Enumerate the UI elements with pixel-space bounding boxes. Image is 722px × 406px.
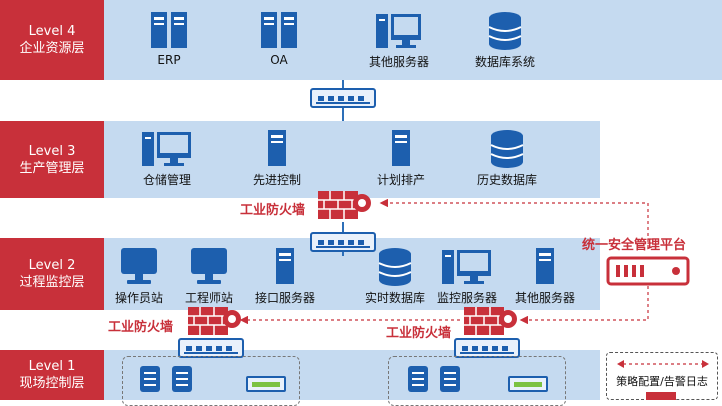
- plc-icon[interactable]: [140, 366, 160, 392]
- level1-name-text: 现场控制层: [19, 376, 85, 391]
- plc-icon[interactable]: [440, 366, 460, 392]
- field-instrument-icon[interactable]: [508, 376, 548, 392]
- link-l4-switch: [342, 80, 344, 90]
- level2-name-text: 过程监控层: [19, 275, 85, 290]
- l2-node-realtime-db-label: 实时数据库: [364, 291, 425, 305]
- firewall-icon[interactable]: [316, 189, 374, 221]
- l4-node-database-label: 数据库系统: [474, 55, 535, 69]
- server-tower-icon: [151, 12, 187, 48]
- network-switch-l1-right[interactable]: [454, 338, 520, 358]
- l2-node-operator[interactable]: 操作员站: [84, 246, 194, 306]
- l2-node-engineer-label: 工程师站: [184, 291, 233, 305]
- l3-node-historian-label: 历史数据库: [476, 173, 537, 187]
- network-switch-l4-l3[interactable]: [310, 88, 376, 108]
- monitor-icon: [121, 248, 157, 284]
- l3-node-scheduling[interactable]: 计划排产: [346, 128, 456, 188]
- link-fw-switch: [342, 222, 344, 234]
- l2-node-realtime-db[interactable]: 实时数据库: [340, 246, 450, 306]
- level3-level-text: Level 3: [28, 143, 76, 159]
- l3-node-historian[interactable]: 历史数据库: [452, 128, 562, 188]
- l2-node-monitor-server[interactable]: 监控服务器: [412, 246, 522, 306]
- l3-node-apc-label: 先进控制: [252, 173, 301, 187]
- l2-node-interface-server-label: 接口服务器: [254, 291, 315, 305]
- l4-node-other-server-label: 其他服务器: [368, 55, 429, 69]
- l3-node-warehouse-label: 仓储管理: [142, 173, 191, 187]
- workstation-icon: [142, 132, 191, 166]
- database-icon: [378, 248, 412, 286]
- firewall-icon: [646, 392, 676, 400]
- firewall-label-left: 工业防火墙: [108, 320, 174, 335]
- management-appliance-icon[interactable]: [606, 256, 690, 286]
- l3-node-scheduling-label: 计划排产: [376, 173, 425, 187]
- link-switch-l2: [342, 250, 344, 256]
- firewall-icon[interactable]: [462, 305, 520, 337]
- plc-icon[interactable]: [408, 366, 428, 392]
- l2-node-engineer[interactable]: 工程师站: [154, 246, 264, 306]
- l2-node-operator-label: 操作员站: [114, 291, 163, 305]
- l4-node-oa[interactable]: OA: [224, 10, 334, 67]
- plc-icon[interactable]: [172, 366, 192, 392]
- server-tower-icon: [276, 248, 294, 284]
- network-switch-l3-l2[interactable]: [310, 232, 376, 252]
- firewall-label-right: 工业防火墙: [386, 326, 452, 341]
- l3-node-warehouse[interactable]: 仓储管理: [112, 128, 222, 188]
- l2-node-other-server[interactable]: 其他服务器: [490, 246, 600, 306]
- level4-level-text: Level 4: [28, 24, 76, 39]
- l4-node-database[interactable]: 数据库系统: [450, 10, 560, 70]
- field-instrument-icon[interactable]: [246, 376, 286, 392]
- level1-label: Level 1 现场控制层: [0, 350, 104, 400]
- workstation-icon: [376, 14, 421, 48]
- level4-name-text: 企业资源层: [19, 41, 85, 56]
- level1-level-text: Level 1: [28, 359, 76, 374]
- firewall-label-top: 工业防火墙: [240, 203, 306, 218]
- platform-label: 统一安全管理平台: [582, 238, 687, 253]
- dashed-arrow-icon: [617, 360, 709, 368]
- level3-name-text: 生产管理层: [19, 160, 85, 176]
- server-tower-icon: [268, 130, 286, 166]
- workstation-icon: [442, 250, 491, 284]
- l4-node-oa-label: OA: [270, 53, 288, 67]
- firewall-icon[interactable]: [186, 305, 244, 337]
- server-tower-icon: [536, 248, 554, 284]
- l4-node-erp-label: ERP: [157, 53, 181, 67]
- level3-label: Level 3 生产管理层: [0, 121, 104, 198]
- l2-node-other-server-label: 其他服务器: [514, 291, 575, 305]
- server-tower-icon: [392, 130, 410, 166]
- monitor-icon: [191, 248, 227, 284]
- l2-node-monitor-server-label: 监控服务器: [436, 291, 497, 305]
- server-tower-icon: [261, 12, 297, 48]
- l2-node-interface-server[interactable]: 接口服务器: [230, 246, 340, 306]
- l4-node-erp[interactable]: ERP: [114, 10, 224, 67]
- database-icon: [488, 12, 522, 50]
- level2-label: Level 2 过程监控层: [0, 238, 104, 310]
- link-switch-l3: [342, 108, 344, 121]
- level4-label: Level 4 企业资源层: [0, 0, 104, 80]
- database-icon: [490, 130, 524, 168]
- l3-node-apc[interactable]: 先进控制: [222, 128, 332, 188]
- level2-level-text: Level 2: [28, 258, 76, 273]
- legend-text: 策略配置/告警日志: [616, 375, 708, 388]
- l4-node-other-server[interactable]: 其他服务器: [344, 10, 454, 70]
- network-switch-l1-left[interactable]: [178, 338, 244, 358]
